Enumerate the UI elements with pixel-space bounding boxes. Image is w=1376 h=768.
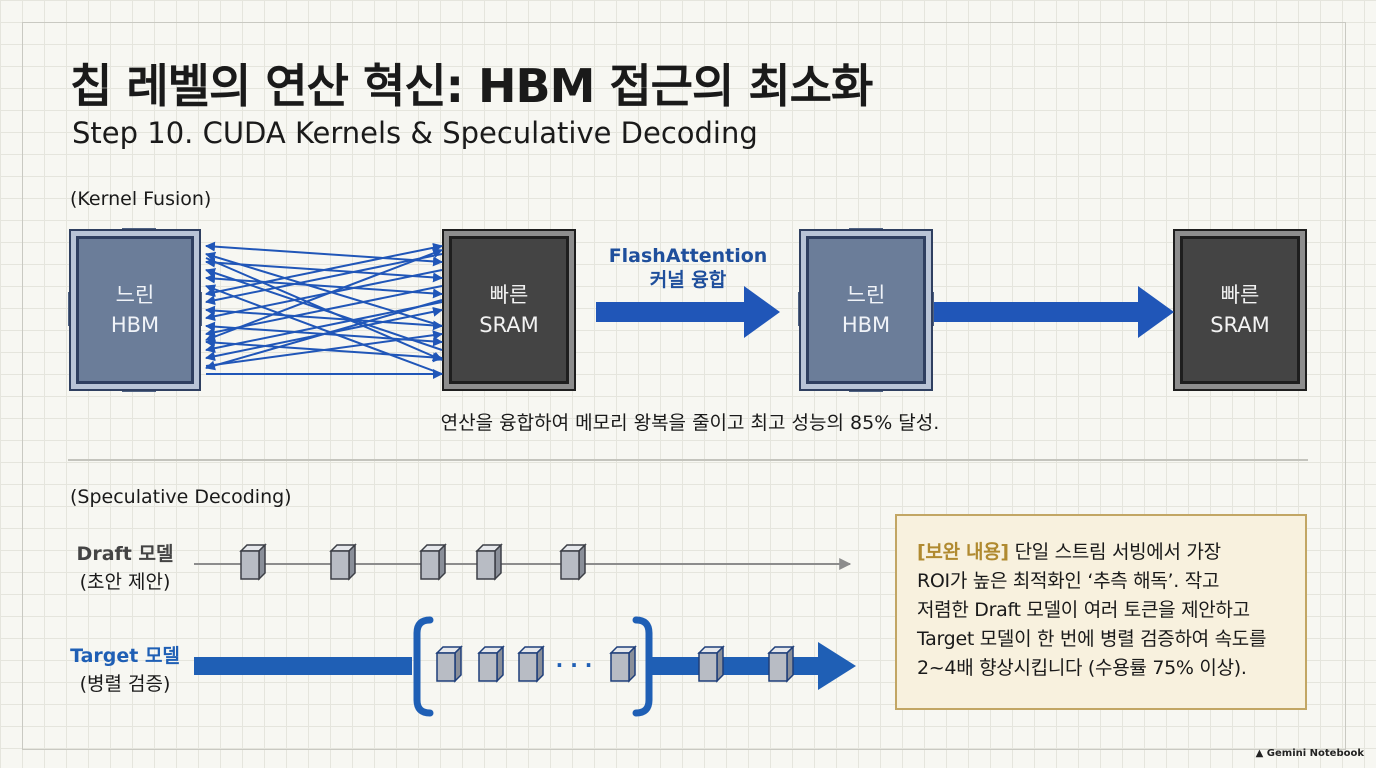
draft-token bbox=[419, 543, 447, 581]
hbm-speed-label: 느린 bbox=[115, 283, 155, 307]
speculative-decoding-label: (Speculative Decoding) bbox=[70, 486, 292, 508]
accepted-token bbox=[697, 645, 725, 683]
note-line: Target 모델이 한 번에 병렬 검증하여 속도를 bbox=[917, 628, 1267, 650]
accepted-token-group bbox=[697, 645, 795, 683]
fusion-arrow bbox=[596, 286, 780, 338]
kernel-fusion-caption: 연산을 융합하여 메모리 왕복을 줄이고 최고 성능의 85% 달성. bbox=[440, 412, 940, 434]
kernel-fusion-label: (Kernel Fusion) bbox=[70, 188, 212, 210]
memory-roundtrip-arrows bbox=[205, 241, 443, 379]
draft-token bbox=[559, 543, 587, 581]
hbm-speed-label: 느린 bbox=[846, 283, 886, 307]
fused-transfer-arrow bbox=[934, 286, 1174, 338]
kernel-fusion-subtitle: 커널 융합 bbox=[649, 269, 727, 291]
verify-token bbox=[477, 645, 505, 683]
chip-pin bbox=[68, 292, 76, 326]
sram-chip-right: 빠른 SRAM bbox=[1180, 236, 1300, 384]
chip-pin bbox=[849, 384, 883, 392]
sram-name-label: SRAM bbox=[1210, 313, 1270, 337]
chip-pin bbox=[194, 292, 202, 326]
note-line: ROI가 높은 최적화인 ‘추측 해독’. 작고 bbox=[917, 570, 1220, 592]
chip-pin bbox=[926, 292, 934, 326]
verify-bracket-left bbox=[413, 616, 434, 717]
memory-access-arrow bbox=[205, 299, 443, 371]
draft-token bbox=[239, 543, 267, 581]
hbm-chip-right: 느린 HBM bbox=[806, 236, 926, 384]
sram-name-label: SRAM bbox=[479, 313, 539, 337]
sram-speed-label: 빠른 bbox=[489, 283, 529, 307]
verify-bracket-right bbox=[632, 616, 653, 717]
chip-pin bbox=[122, 228, 156, 236]
draft-model-name: Draft 모델 bbox=[76, 543, 174, 565]
target-model-label: Target 모델 (병렬 검증) bbox=[66, 642, 184, 698]
note-line: 저렴한 Draft 모델이 여러 토큰을 제안하고 bbox=[917, 599, 1250, 621]
hbm-chip-left: 느린 HBM bbox=[76, 236, 194, 384]
logo-text: Gemini Notebook bbox=[1266, 748, 1364, 759]
verify-token bbox=[435, 645, 463, 683]
target-model-name: Target 모델 bbox=[70, 645, 180, 667]
target-bar-left bbox=[194, 657, 412, 675]
target-model-role: (병렬 검증) bbox=[79, 673, 171, 695]
supplement-note: [보완 내용] 단일 스트림 서빙에서 가장 ROI가 높은 최적화인 ‘추측 … bbox=[895, 514, 1307, 710]
sram-speed-label: 빠른 bbox=[1220, 283, 1260, 307]
verify-token bbox=[517, 645, 545, 683]
draft-token-group bbox=[239, 543, 587, 581]
page-title: 칩 레벨의 연산 혁신: HBM 접근의 최소화 bbox=[70, 59, 873, 113]
draft-token bbox=[475, 543, 503, 581]
sram-chip-left: 빠른 SRAM bbox=[449, 236, 569, 384]
draft-model-label: Draft 모델 (초안 제안) bbox=[66, 540, 184, 596]
memory-access-arrow bbox=[205, 248, 443, 342]
note-tag: [보완 내용] bbox=[917, 541, 1009, 563]
hbm-name-label: HBM bbox=[110, 313, 160, 337]
target-output-arrow bbox=[652, 642, 856, 690]
draft-model-role: (초안 제안) bbox=[79, 571, 171, 593]
content-frame bbox=[22, 22, 1346, 750]
page-subtitle: Step 10. CUDA Kernels & Speculative Deco… bbox=[72, 116, 758, 150]
notebook-icon: ▲ bbox=[1255, 748, 1264, 759]
verify-token-group bbox=[435, 645, 637, 683]
accepted-token bbox=[767, 645, 795, 683]
memory-access-arrow bbox=[205, 251, 443, 327]
chip-pin bbox=[798, 292, 806, 326]
gemini-notebook-logo: ▲ Gemini Notebook bbox=[1256, 748, 1364, 759]
note-line: 2~4배 향상시킵니다 (수용률 75% 이상). bbox=[917, 657, 1247, 679]
verify-token bbox=[609, 645, 637, 683]
section-divider bbox=[68, 459, 1308, 461]
note-line: 단일 스트림 서빙에서 가장 bbox=[1014, 541, 1222, 563]
chip-pin bbox=[849, 228, 883, 236]
verify-ellipsis: · · · bbox=[556, 653, 593, 677]
flashattention-label: FlashAttention 커널 융합 bbox=[606, 244, 770, 292]
flashattention-title: FlashAttention bbox=[608, 245, 768, 267]
draft-token bbox=[329, 543, 357, 581]
chip-pin bbox=[122, 384, 156, 392]
hbm-name-label: HBM bbox=[841, 313, 891, 337]
